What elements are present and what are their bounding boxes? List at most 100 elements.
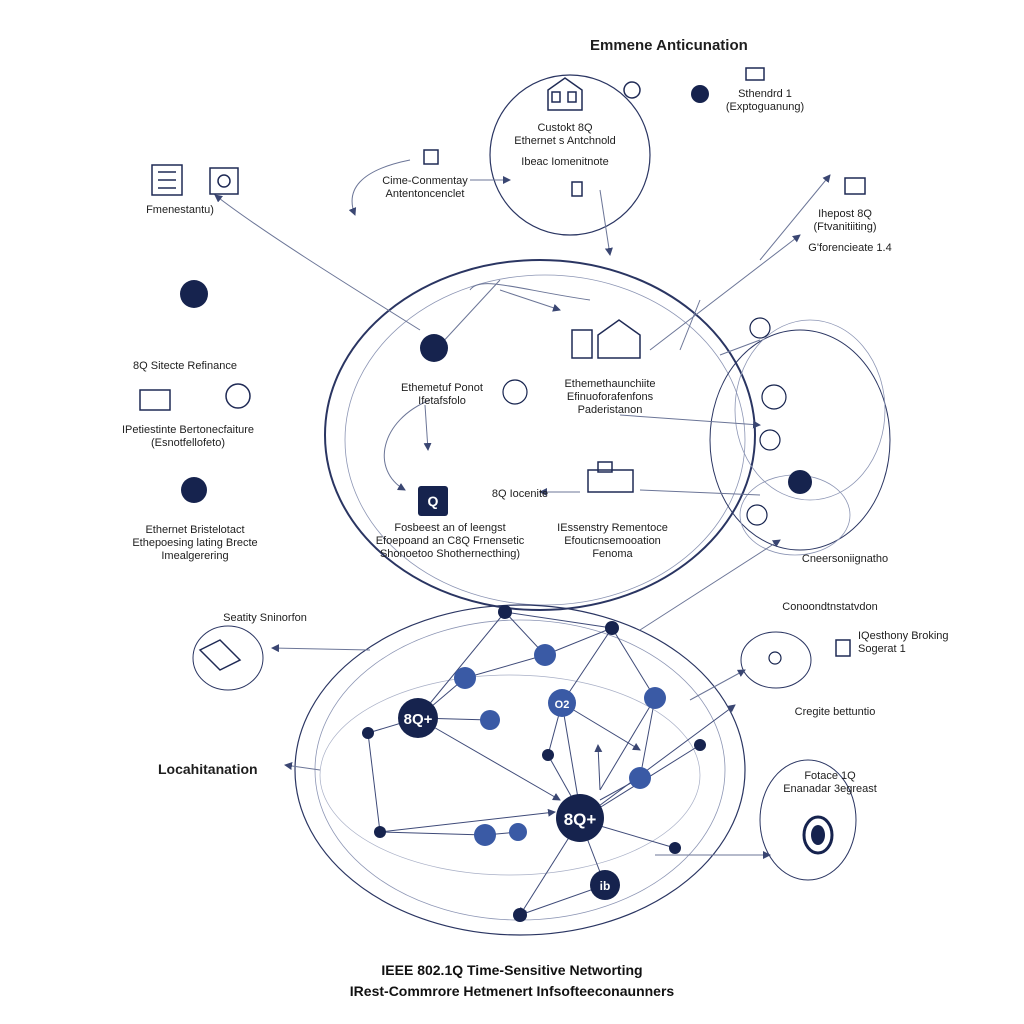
mesh-node xyxy=(542,749,554,761)
icon-badges: Q xyxy=(180,85,834,855)
iessenstry-label: IEssenstry Rementoce Efouticnsemooation … xyxy=(557,522,668,560)
hub-main-node xyxy=(398,698,438,738)
seatity-orbit xyxy=(192,625,264,691)
lock-icon xyxy=(768,651,782,665)
rack-small-icon xyxy=(835,639,851,657)
box-icon xyxy=(418,486,448,516)
building-icon xyxy=(571,329,593,359)
analytics-icon xyxy=(225,383,251,409)
mesh-node xyxy=(513,908,527,922)
bottom-orbit xyxy=(294,604,746,936)
conn-a xyxy=(439,279,501,346)
pictograms xyxy=(139,67,866,671)
box-icon-label: Q xyxy=(428,493,439,509)
conn-gforen xyxy=(649,234,801,351)
mesh-node-blue xyxy=(480,710,500,730)
top-heading: Emmene Anticunation xyxy=(590,37,748,54)
hub-o2-label: O2 xyxy=(555,699,570,711)
mesh-node-blue xyxy=(474,824,496,846)
cloud-icon xyxy=(746,504,768,526)
cime-label: Cime-Conmentay Antentoncenclet xyxy=(382,175,468,200)
production-line-icon xyxy=(587,469,634,493)
monitor-icon xyxy=(745,67,765,81)
server-rack-icon xyxy=(151,164,183,196)
conn-center-down xyxy=(423,404,432,451)
top-orbit xyxy=(489,74,651,236)
locahitanation-label: Locahitanation xyxy=(158,761,258,777)
hub-bottom-node xyxy=(590,870,620,900)
drop-icon xyxy=(759,429,781,451)
phone-icon xyxy=(571,181,583,197)
mesh-node xyxy=(374,826,386,838)
hub-center-label: 8Q+ xyxy=(564,810,597,829)
conn-d xyxy=(679,299,701,351)
globe-small-icon xyxy=(691,85,709,103)
shield-icon xyxy=(802,815,834,855)
tower-icon xyxy=(844,177,866,195)
cneerson-label: Cneersoniignatho xyxy=(801,553,889,565)
factory-icon xyxy=(547,77,583,111)
conn-loca xyxy=(284,762,321,771)
gear-icon xyxy=(180,280,208,308)
shield-core-icon xyxy=(811,825,825,845)
conoon-label: Conoondtnstatvdon xyxy=(782,601,878,613)
conn-center-loop xyxy=(383,399,431,491)
conn-conoon xyxy=(689,669,746,701)
mesh-node xyxy=(362,727,374,739)
conn-right xyxy=(619,414,761,429)
conn-ihepost xyxy=(759,174,831,261)
conn-center-top xyxy=(499,289,561,312)
flame-icon xyxy=(761,384,787,410)
user-icon xyxy=(749,317,771,339)
seatity-label: Seatity Sninorfon xyxy=(223,612,307,624)
conn-8q-right xyxy=(639,489,761,496)
right-orbit xyxy=(709,329,891,551)
bottom-orbit-flat xyxy=(319,674,701,876)
center-left-label: Ethemetuf Ponot Ifetafsfolo xyxy=(401,382,483,407)
fotace-label: Fotace 1Q Enanadar 3egreast xyxy=(783,770,877,795)
iqesthony-label: IQesthony Broking Sogerat 1 xyxy=(858,630,949,655)
globe-icon xyxy=(502,379,528,405)
conn-top-down xyxy=(599,189,613,256)
sq-focenite-label: 8Q Iocenite xyxy=(491,488,549,500)
mesh-node xyxy=(498,605,512,619)
sq-sitecte-label: 8Q Sitecte Refinance xyxy=(133,360,237,372)
ihepost-label: Ihepost 8Q (Ftvanitiiting) xyxy=(813,208,877,233)
top-cluster-label: Custokt 8Q Ethernet s Antchnold Ibeac Io… xyxy=(514,122,616,168)
conn-cneer xyxy=(639,539,781,631)
gforencieate-label: G'forencieate 1.4 xyxy=(808,242,892,254)
mesh-node-blue xyxy=(629,767,651,789)
bulb-icon xyxy=(420,334,448,362)
mesh-node-blue xyxy=(509,823,527,841)
right-orbit-inner xyxy=(734,319,886,501)
home-icon xyxy=(597,319,641,359)
center-right-label: Ethemethaunchiite Efinuoforafenfons Pade… xyxy=(564,378,656,416)
plant-icon xyxy=(139,389,171,411)
diagram-title-line2: IRest-Commrore Hetmenert Infsofteeconaun… xyxy=(349,983,675,999)
diagram-title-line1: IEEE 802.1Q Time-Sensitive Networting xyxy=(381,962,643,978)
connectors xyxy=(214,159,831,859)
tower-small-icon xyxy=(423,149,439,165)
conn-fmenestantu xyxy=(214,194,421,331)
hub-o2-node xyxy=(548,689,576,717)
mesh-node-blue xyxy=(534,644,556,666)
cregite-label: Cregite bettuntio xyxy=(794,706,876,718)
mesh-node xyxy=(669,842,681,854)
conn-b xyxy=(469,283,591,301)
network-icon xyxy=(181,477,207,503)
center-orbit-inner xyxy=(344,274,746,606)
conn-cime-loop xyxy=(348,159,411,216)
gauge-icon xyxy=(623,81,641,99)
conn-c xyxy=(719,339,761,356)
mesh-nodes: 8Q+ 8Q+ O2 ib xyxy=(362,605,706,922)
mesh-node-blue xyxy=(454,667,476,689)
fmenestantu-label: Fmenestantu) xyxy=(146,204,214,216)
mesh-node xyxy=(605,621,619,635)
center-orbit xyxy=(324,259,756,611)
fosbeest-label: Fosbeest an of leengst Efoepoand an C8Q … xyxy=(375,522,525,560)
machine-icon xyxy=(209,167,239,195)
hub-center-node xyxy=(556,794,604,842)
hub-bottom-label: ib xyxy=(600,879,611,893)
